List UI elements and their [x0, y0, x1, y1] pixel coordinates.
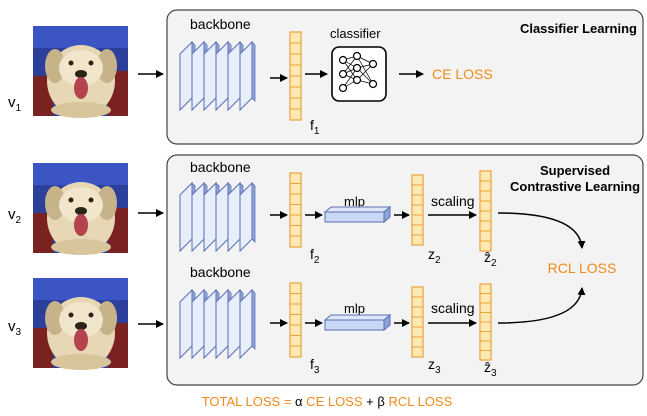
contrastive-title-line1: Supervised	[540, 163, 610, 178]
input-label-v2: v2	[8, 206, 22, 226]
mlp-block-branch1	[323, 205, 392, 224]
contrastive-title-line2: Contrastive Learning	[510, 179, 640, 194]
projection-label-z2: z2	[428, 246, 441, 266]
feature-vector-f3	[289, 282, 302, 358]
ce-loss-label: CE LOSS	[432, 66, 493, 82]
classifier-label: classifier	[330, 26, 381, 41]
classifier-learning-title: Classifier Learning	[520, 21, 637, 36]
classifier-network-icon	[331, 46, 387, 102]
scaled-label-zhat3: ẑ3	[484, 359, 497, 379]
feature-vector-f2	[289, 172, 302, 248]
feature-label-f2: f2	[310, 246, 320, 266]
input-label-v1: v1	[8, 94, 22, 114]
classifier-learning-panel	[166, 9, 644, 145]
input-label-v3: v3	[8, 318, 22, 338]
backbone-label-branch2: backbone	[190, 264, 251, 280]
scaled-label-zhat2: ẑ2	[484, 249, 497, 269]
mlp-block-branch2	[323, 313, 392, 332]
feature-vector-f1	[289, 31, 302, 121]
projection-vector-z2	[411, 174, 424, 246]
mlp-label-branch1: mlp	[344, 194, 365, 209]
arrow-zhat2-to-rcl-loss	[497, 212, 586, 249]
dog-image-v2	[33, 163, 128, 255]
mlp-label-branch2: mlp	[344, 301, 365, 316]
total-loss-formula: TOTAL LOSS = α CE LOSS + β RCL LOSS	[202, 394, 453, 409]
dog-image-v3	[33, 278, 128, 370]
feature-label-f1: f1	[310, 117, 320, 137]
rcl-loss-label: RCL LOSS	[548, 260, 617, 276]
projection-label-z3: z3	[428, 356, 441, 376]
scaling-label-branch1: scaling	[431, 193, 475, 209]
scaled-vector-zhat2	[479, 170, 492, 252]
backbone-label-branch1: backbone	[190, 159, 251, 175]
feature-label-f3: f3	[310, 356, 320, 376]
projection-vector-z3	[411, 286, 424, 358]
backbone-label-top: backbone	[190, 16, 251, 32]
arrow-zhat3-to-rcl-loss	[497, 287, 586, 324]
scaling-label-branch2: scaling	[431, 300, 475, 316]
dog-image-v1	[33, 26, 128, 118]
scaled-vector-zhat3	[479, 283, 492, 361]
